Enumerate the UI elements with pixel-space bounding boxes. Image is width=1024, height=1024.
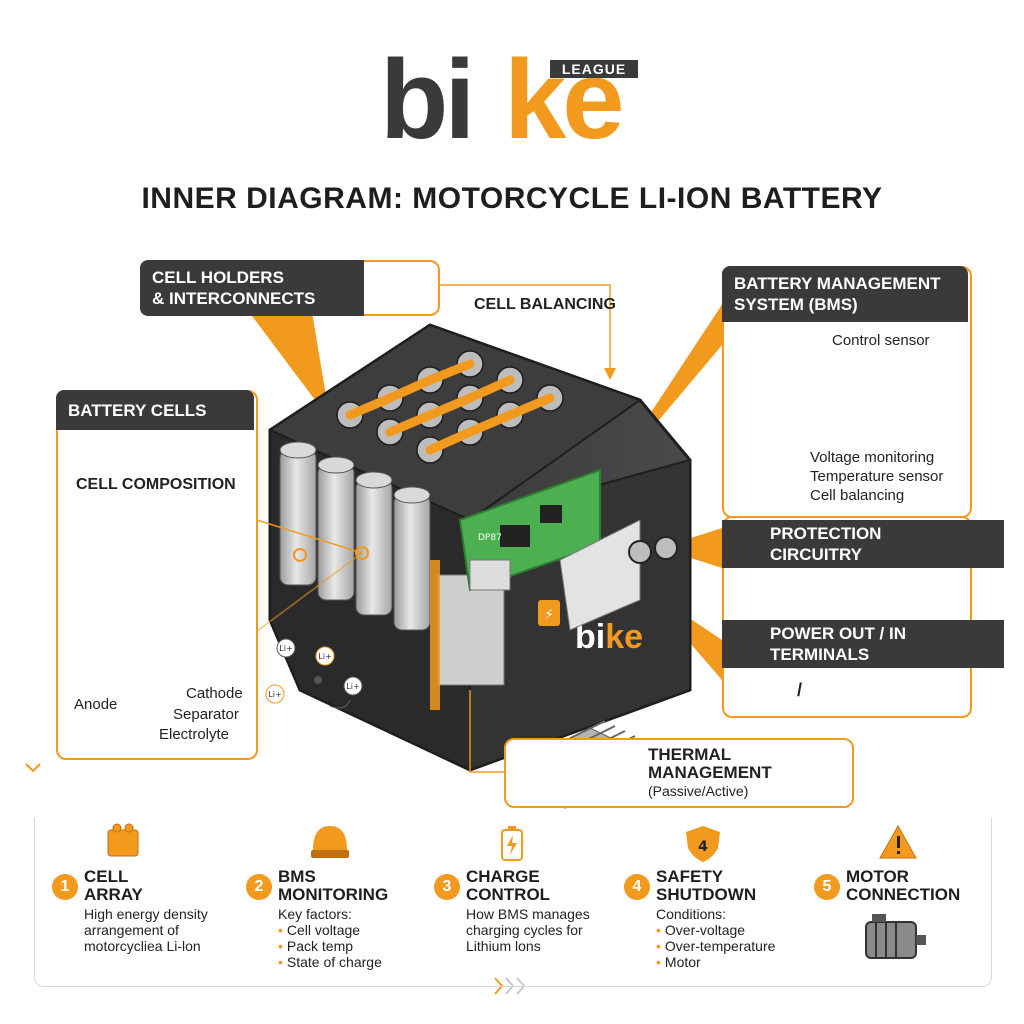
cell-array-icon	[107, 823, 139, 857]
step-number: 1	[52, 874, 78, 900]
svg-text:4: 4	[698, 839, 708, 855]
terminals-line2: TERMINALS	[770, 645, 870, 664]
battery-cells-box	[56, 390, 258, 760]
logo-badge: LEAGUE	[550, 60, 638, 78]
step-number: 2	[246, 874, 272, 900]
thermal-line1: THERMAL	[648, 745, 732, 764]
pointer-cell-holders	[240, 300, 330, 420]
page-title: INNER DIAGRAM: MOTORCYCLE LI-ION BATTERY	[141, 182, 883, 215]
motor-icon	[865, 914, 926, 959]
bms-item: Cell balancing	[810, 487, 905, 504]
cell-balancing-label: CELL BALANCING	[474, 296, 616, 313]
step-description: Key factors: Cell voltage Pack temp Stat…	[278, 906, 382, 970]
anode-label: Anode	[74, 696, 118, 713]
protection-line1: PROTECTION	[770, 524, 882, 543]
bms-item: Voltage monitoring	[810, 449, 935, 466]
safety-shield-icon: 4	[686, 826, 720, 862]
lithium-ions: Li+ Li+ Li+ Li+	[265, 638, 363, 709]
electrolyte-label: Electrolyte	[159, 726, 230, 743]
cell-holders-callout: CELL HOLDERS & INTERCONNECTS	[140, 260, 364, 316]
board-label: DP87	[478, 533, 502, 543]
step-number: 3	[434, 874, 460, 900]
li-ion-label: Li+	[268, 690, 281, 699]
protection-header: PROTECTION CIRCUITRY	[722, 520, 1004, 568]
terminals-header: POWER OUT / IN TERMINALS	[722, 620, 1004, 668]
warning-icon	[879, 824, 917, 859]
battery-cells-header: BATTERY CELLS	[56, 390, 254, 430]
cell-holders-line1: CELL HOLDERS	[152, 268, 284, 287]
bms-line2: SYSTEM (BMS)	[734, 295, 858, 314]
cell-composition-label: CELL COMPOSITION	[76, 476, 236, 493]
step-number: 4	[624, 874, 650, 900]
li-ion-label: Li+	[318, 652, 331, 661]
bms-item: Temperature sensor	[810, 468, 944, 485]
bms-line1: BATTERY MANAGEMENT	[734, 274, 941, 293]
steps-panel	[34, 818, 992, 987]
thermal-line3: (Passive/Active)	[648, 783, 749, 799]
svg-text:⚡: ⚡	[544, 607, 554, 623]
brand-logo: bi ke LEAGUE	[380, 44, 650, 158]
thermal-box	[504, 738, 854, 808]
separator-label: Separator	[173, 706, 239, 723]
battery-pack: ⚡ bike DP87	[267, 323, 692, 772]
terminals-line1: POWER OUT / IN	[770, 624, 906, 643]
li-ion-label: Li+	[346, 682, 359, 691]
thermal-line2: MANAGEMENT	[648, 763, 772, 782]
pack-brand-text: bike	[575, 618, 643, 656]
li-ion-label: Li+	[279, 644, 292, 653]
logo-text-dark: bi	[380, 37, 476, 162]
step-description: Conditions: Over-voltage Over-temperatur…	[656, 906, 775, 970]
cathode-label: Cathode	[186, 685, 243, 702]
cell-holders-line2: & INTERCONNECTS	[152, 289, 316, 308]
charge-battery-icon	[501, 826, 523, 861]
protection-line2: CIRCUITRY	[770, 545, 862, 564]
bms-helmet-icon	[311, 826, 349, 858]
bms-header: BATTERY MANAGEMENT SYSTEM (BMS)	[722, 266, 968, 322]
terminals-slash: /	[797, 680, 803, 700]
step-number: 5	[814, 874, 840, 900]
control-sensor-label: Control sensor	[832, 332, 930, 349]
